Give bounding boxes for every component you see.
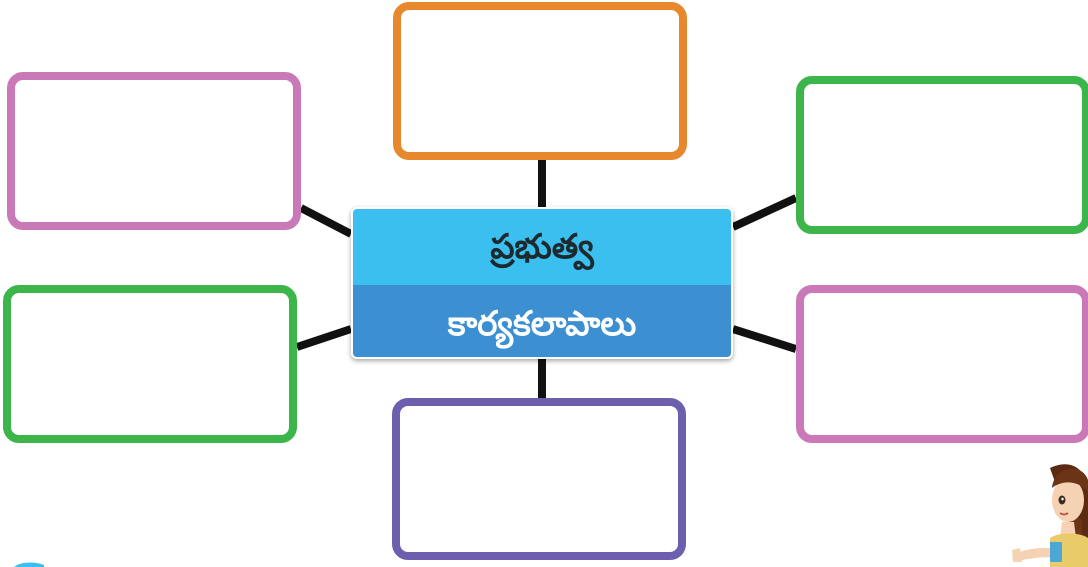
connector-left-upper bbox=[299, 204, 353, 238]
connector-left-lower bbox=[295, 325, 353, 351]
center-node-bottom-band: కార్యకలాపాలు bbox=[353, 285, 731, 357]
connector-right-lower bbox=[731, 325, 798, 353]
center-node-top-band: ప్రభుత్వ bbox=[353, 209, 731, 285]
empty-box-top[interactable] bbox=[393, 2, 687, 160]
corner-decoration bbox=[14, 562, 44, 567]
girl-mascot-illustration bbox=[1012, 464, 1088, 567]
empty-box-left-upper[interactable] bbox=[7, 72, 301, 230]
center-title-line1: ప్రభుత్వ bbox=[490, 227, 594, 267]
empty-box-right-upper[interactable] bbox=[796, 76, 1088, 234]
center-topic-node: ప్రభుత్వ కార్యకలాపాలు bbox=[351, 207, 733, 359]
empty-box-bottom[interactable] bbox=[392, 398, 686, 560]
connector-right-upper bbox=[731, 194, 798, 231]
empty-box-left-lower[interactable] bbox=[3, 285, 297, 443]
empty-box-right-lower[interactable] bbox=[796, 285, 1088, 443]
center-title-line2: కార్యకలాపాలు bbox=[447, 304, 637, 344]
